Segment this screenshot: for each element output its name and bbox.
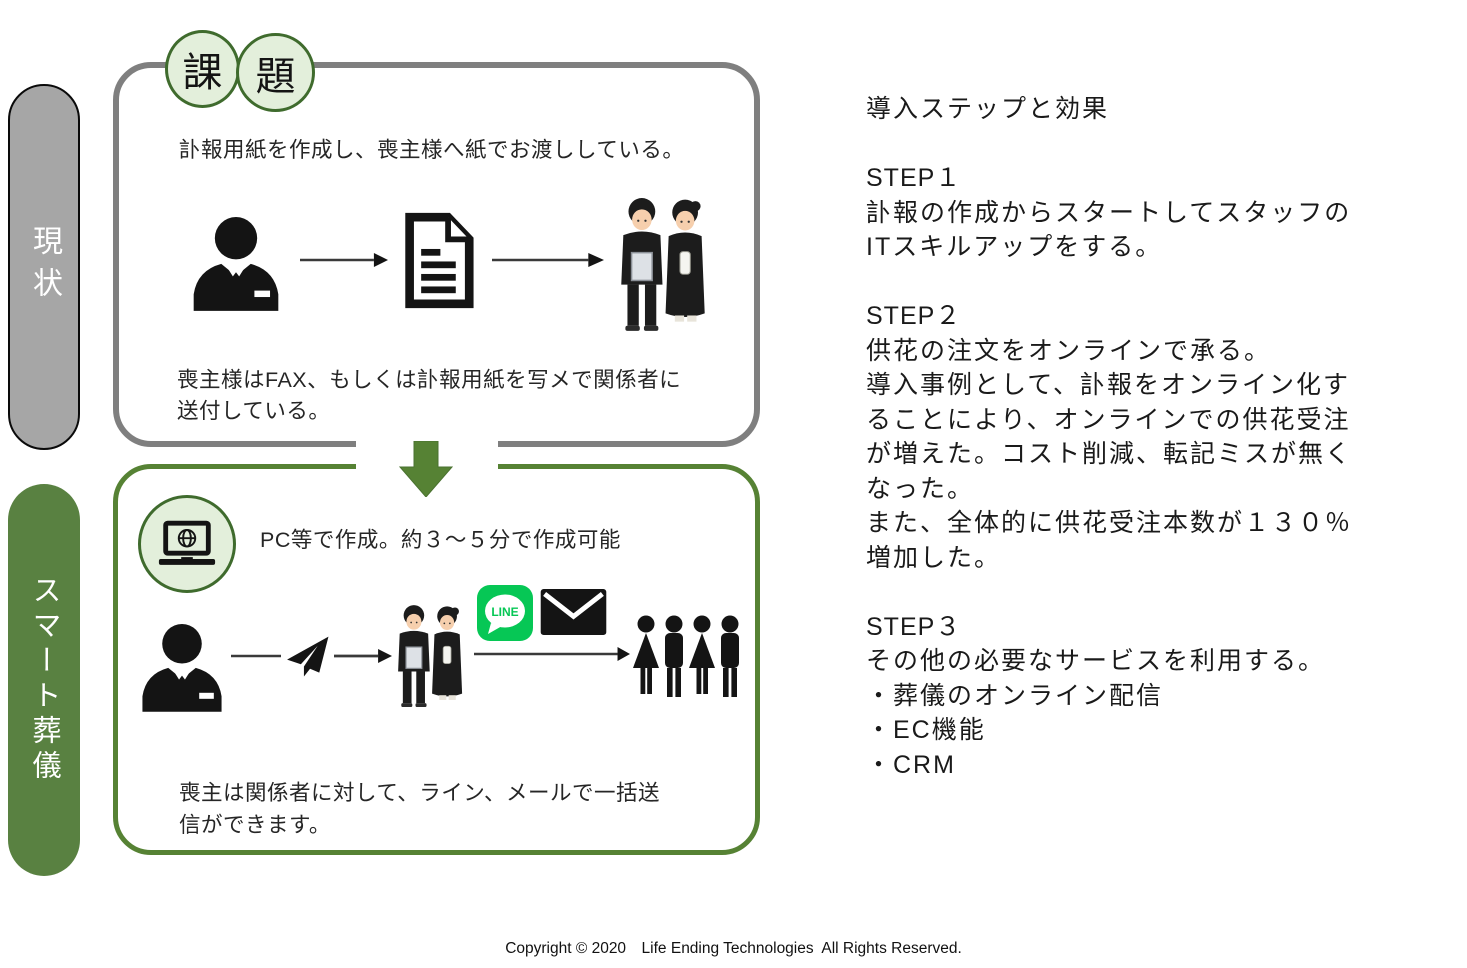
- mourning-couple-icon: [398, 605, 463, 708]
- issue-note-line1: 喪主様はFAX、もしくは訃報用紙を写メで関係者に: [177, 368, 682, 392]
- sidebar-current-state-pill: 現状: [8, 84, 80, 450]
- step-line: ・葬儀のオンライン配信: [866, 681, 1164, 710]
- step-2-block: STEP２ 供花の注文をオンラインで承る。 導入事例として、訃報をオンライン化す…: [866, 299, 1436, 575]
- flow-line: [231, 654, 281, 658]
- step-3-block: STEP３ その他の必要なサービスを利用する。 ・葬儀のオンライン配信 ・EC機…: [866, 610, 1436, 783]
- step-1-block: STEP１ 訃報の作成からスタートしてスタッフの ITスキルアップをする。: [866, 161, 1436, 265]
- step-line: ITスキルアップをする。: [866, 233, 1163, 261]
- copyright-text: Copyright © 2020 Life Ending Technologie…: [505, 940, 962, 957]
- step-line: また、全体的に供花受注本数が１３０％: [866, 509, 1353, 537]
- step-line: ・CRM: [866, 750, 956, 779]
- step-line: 供花の注文をオンラインで承る。: [866, 336, 1272, 365]
- step-3-label: STEP３: [866, 612, 962, 641]
- paper-plane-icon: [287, 636, 329, 677]
- issue-badge-char-1: 課: [182, 51, 223, 95]
- step-line: 導入事例として、訃報をオンライン化す: [866, 371, 1351, 399]
- issue-badge-char-2: 題: [255, 54, 296, 99]
- step-line: ることにより、オンラインでの供花受注: [866, 405, 1351, 434]
- line-icon: LINE: [477, 585, 533, 641]
- issue-intro-text: 訃報用紙を作成し、喪主様へ紙でお渡ししている。: [179, 138, 685, 162]
- steps-panel: 導入ステップと効果 STEP１ 訃報の作成からスタートしてスタッフの ITスキル…: [866, 92, 1436, 782]
- current-state-label: 現状: [28, 225, 61, 309]
- mail-icon: [540, 589, 607, 635]
- crowd-icon: [633, 615, 739, 697]
- step-2-label: STEP２: [866, 302, 962, 330]
- step-line: なった。: [866, 474, 975, 503]
- step-1-label: STEP１: [866, 164, 962, 192]
- businessman-icon: [193, 217, 279, 311]
- step-line: ・EC機能: [866, 716, 986, 744]
- laptop-globe-icon: [158, 520, 216, 565]
- step-line: 訃報の作成からスタートしてスタッフの: [866, 198, 1352, 227]
- obituary-document-icon: [405, 212, 474, 309]
- mourning-couple-icon: [621, 198, 705, 331]
- pc-note-text: PC等で作成。約３～５分で作成可能: [260, 528, 621, 552]
- issue-badge-circle-2: 題: [236, 33, 315, 112]
- step-line: が増えた。コスト削減、転記ミスが無く: [866, 440, 1353, 468]
- transition-arrow-icon: [398, 441, 454, 497]
- flow-arrow-icon: [474, 647, 630, 661]
- steps-panel-title: 導入ステップと効果: [866, 95, 1110, 123]
- smart-note-line1: 喪主は関係者に対して、ライン、メールで一括送: [179, 781, 660, 805]
- laptop-circle-badge: [138, 495, 236, 593]
- smart-funeral-label: スマート葬儀: [28, 575, 60, 785]
- line-wordmark: LINE: [491, 605, 518, 619]
- issue-badge-circle-1: 課: [165, 30, 240, 108]
- issue-note-line2: 送付している。: [177, 399, 331, 423]
- step-line: 増加した。: [866, 543, 1002, 572]
- businessman-icon: [142, 624, 222, 712]
- step-line: その他の必要なサービスを利用する。: [866, 647, 1326, 675]
- sidebar-smart-funeral-pill: スマート葬儀: [8, 484, 80, 876]
- flow-arrow-icon: [300, 253, 388, 267]
- flow-arrow-icon: [334, 649, 392, 663]
- smart-note-line2: 信ができます。: [179, 813, 331, 837]
- flow-arrow-icon: [492, 253, 604, 267]
